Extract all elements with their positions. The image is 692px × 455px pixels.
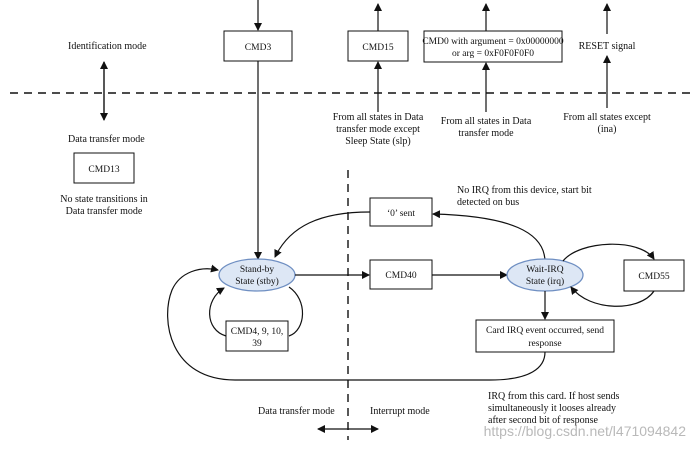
no-irq-line2: detected on bus [457,197,519,208]
no-transitions-line1: No state transitions in [60,194,148,205]
standby-label-line2: State (stby) [235,276,279,287]
cmd55-to-waitirq-arrow [570,286,655,307]
cmd15-box [347,30,409,62]
cmd3-box [223,30,293,62]
standby-label-line1: Stand-by [240,265,275,275]
zero-sent-label: ‘0’ sent [387,209,415,219]
watermark-text: https://blog.csdn.net/l471094842 [484,423,687,439]
irq-card-line3: after second bit of response [488,415,599,426]
cmd40-box [369,259,433,290]
data-transfer-mode-label-left: Data transfer mode [68,134,145,145]
from-all-except-line1: From all states except [563,112,651,123]
waitirq-label-line1: Wait-IRQ [526,265,563,275]
card-irq-label-line2: response [528,339,561,349]
card-irq-box [475,319,615,353]
interrupt-mode-label: Interrupt mode [370,406,430,417]
card-irq-label-line1: Card IRQ event occurred, send [486,326,604,336]
from-data-transfer2-line1: From all states in Data [441,116,532,127]
standby-to-cmd4-arrow [288,286,304,337]
cmd4-to-standby-arrow [209,287,227,337]
waitirq-to-cmd55-arrow [562,243,655,262]
cmd3-label: CMD3 [245,43,272,53]
cmd40-label: CMD40 [385,271,416,281]
cmd13-label: CMD13 [88,165,119,175]
zero-sent-box [369,197,433,227]
no-irq-line1: No IRQ from this device, start bit [457,185,592,196]
cmd4-label-line1: CMD4, 9, 10, [231,327,284,337]
data-transfer-mode-label-bottom: Data transfer mode [258,406,335,417]
cmd4-box [225,320,289,352]
cmd0-box [423,30,563,63]
identification-mode-label: Identification mode [68,41,147,52]
no-transitions-line2: Data transfer mode [66,206,143,217]
waitirq-label-line2: State (irq) [526,276,564,287]
reset-signal-label: RESET signal [579,41,636,52]
irq-card-line2: simultaneously it looses already [488,403,616,414]
cmd55-label: CMD55 [638,272,669,282]
from-all-except-line2: (ina) [598,124,617,135]
cmd0-label-line1: CMD0 with argument = 0x00000000 [422,37,564,47]
from-data-transfer-line3: Sleep State (slp) [345,136,411,147]
cmd13-box [73,152,135,184]
card-irq-to-standby-arrow [167,264,546,381]
cmd15-label: CMD15 [362,43,393,53]
zero-sent-to-standby-arrow [274,211,371,258]
cmd55-box [623,259,685,292]
cmd4-label-line2: 39 [252,339,262,349]
from-data-transfer-line2: transfer mode except [336,124,420,135]
waitirq-to-zero-sent-arrow [432,210,546,263]
from-data-transfer2-line2: transfer mode [458,128,514,139]
cmd0-label-line2: or arg = 0xF0F0F0F0 [452,49,534,59]
irq-card-line1: IRQ from this card. If host sends [488,391,619,402]
from-data-transfer-line1: From all states in Data [333,112,424,123]
